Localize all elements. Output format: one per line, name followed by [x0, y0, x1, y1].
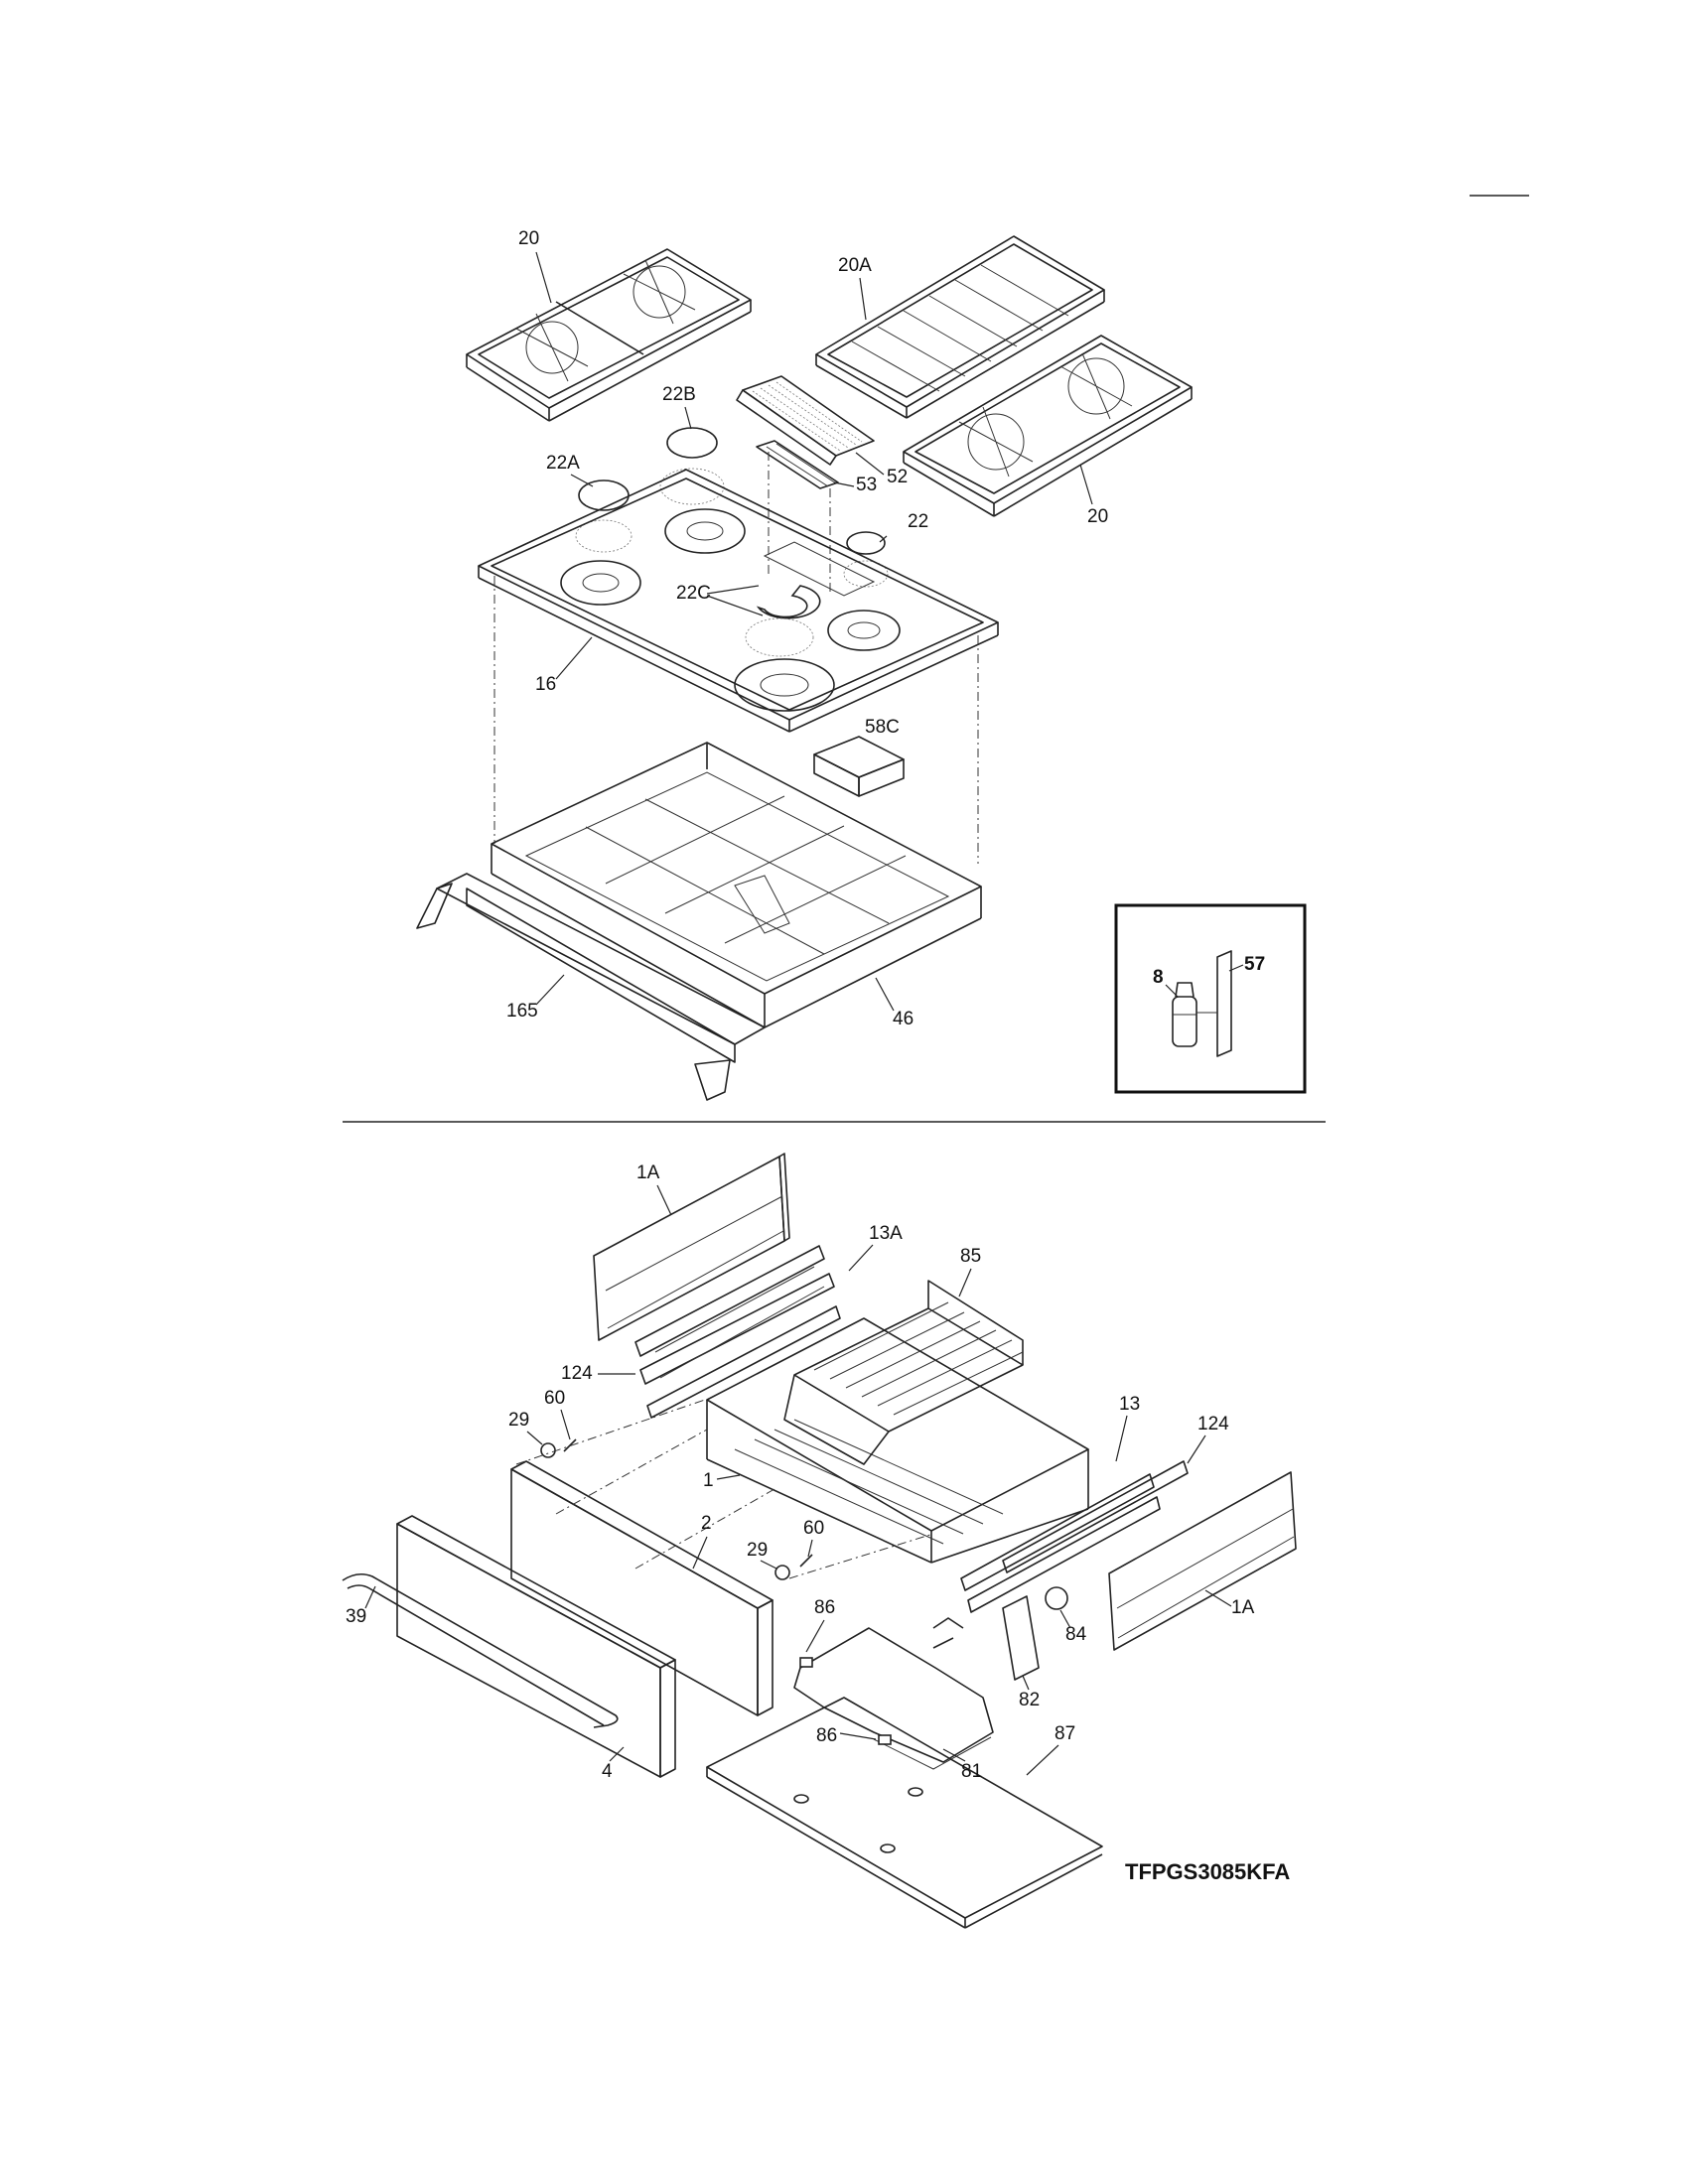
spacer-right: [774, 1565, 790, 1580]
front-manifold-panel: [416, 873, 766, 1101]
callout-spacer-right: 29: [747, 1540, 768, 1561]
callout-side-panel-left: 1A: [636, 1162, 660, 1183]
callout-drawer-inner-front: 2: [701, 1513, 712, 1534]
callout-rail-right: 124: [1197, 1414, 1229, 1434]
callout-bracket: 57: [1244, 954, 1265, 975]
grate-left: [466, 248, 752, 422]
grate-center: [815, 235, 1105, 419]
drawer-outer-front: [396, 1515, 676, 1778]
inset-frame: [1114, 903, 1307, 1094]
burner-cap-22c: [756, 585, 821, 619]
thermal-switch: [1045, 1586, 1068, 1610]
callout-burner-cap-22b: 22B: [662, 384, 696, 405]
callout-drawer-outer-front: 4: [602, 1761, 613, 1782]
callout-regulator: 8: [1153, 967, 1164, 988]
callout-burner-box: 46: [893, 1009, 914, 1029]
element-bracket: [1002, 1595, 1040, 1681]
side-panel-left: [593, 1153, 790, 1341]
warmer-drawer-assembly: [342, 1153, 1297, 1929]
control-box: [813, 736, 905, 797]
bottom-panel: [706, 1697, 1103, 1929]
callout-rail-left: 124: [561, 1363, 593, 1384]
spacer-left: [540, 1442, 556, 1458]
rail-right: [1002, 1460, 1189, 1573]
callout-element-bracket: 82: [1019, 1690, 1040, 1710]
callout-handle: 39: [346, 1606, 366, 1627]
slide-left: [634, 1245, 835, 1385]
pressure-regulator: [1172, 982, 1197, 1047]
callout-thermal-switch: 84: [1065, 1624, 1087, 1645]
callout-clip-upper: 86: [814, 1597, 835, 1618]
callout-cooktop: 16: [535, 674, 556, 695]
burner-box: [491, 742, 982, 1028]
callout-clip-lower: 86: [816, 1725, 837, 1746]
drawer-handle: [342, 1572, 619, 1728]
cooktop-surface: [478, 469, 999, 864]
drawer-liner: [706, 1317, 1089, 1564]
burner-cap-22b: [666, 427, 718, 459]
rail-left: [646, 1305, 841, 1419]
callout-grate-left: 20: [518, 228, 539, 249]
slide-right: [960, 1473, 1161, 1613]
callout-griddle-insert: 53: [856, 475, 877, 495]
callout-burner-cap-22c: 22C: [676, 583, 711, 604]
clip-upper: [799, 1657, 813, 1668]
screw-right: [799, 1554, 813, 1568]
callout-grate-right-2: 20: [1087, 506, 1108, 527]
side-panel-right: [1108, 1471, 1297, 1651]
callout-drawer-liner: 1: [703, 1470, 714, 1491]
bottom-callouts: 1A 13A 85 124 29 60 13 124 1 2 29 60 39 …: [346, 1162, 1255, 1782]
callout-control-box: 58C: [865, 717, 900, 738]
cooktop-assembly: [416, 235, 1193, 1101]
callout-heating-element: 81: [961, 1761, 982, 1782]
burner-cap-22: [846, 531, 886, 555]
callout-grate-center: 20A: [838, 255, 872, 276]
callout-grate-right: 22: [908, 511, 928, 532]
model-number: TFPGS3085KFA: [1125, 1859, 1290, 1884]
griddle-insert: [756, 440, 839, 594]
callout-burner-cap-22a: 22A: [546, 453, 580, 474]
callout-bottom-panel: 87: [1055, 1723, 1075, 1744]
callout-warming-rack: 85: [960, 1246, 981, 1267]
callout-side-panel-right: 1A: [1231, 1597, 1255, 1618]
burner-cap-22a: [578, 479, 630, 511]
warming-rack: [783, 1280, 1024, 1465]
top-callouts: 20 20A 22B 22A 52 53 22 20 22C 16 58C 16…: [506, 228, 1108, 1029]
grate-right: [903, 335, 1193, 517]
callout-spacer-left: 29: [508, 1410, 529, 1431]
callout-slide-left: 13A: [869, 1223, 903, 1244]
callout-front-manifold: 165: [506, 1001, 538, 1022]
callout-slide-right: 13: [1119, 1394, 1140, 1415]
callout-griddle-cover: 52: [887, 467, 908, 487]
callout-screw-right: 60: [803, 1518, 824, 1539]
callout-screw-left: 60: [544, 1388, 565, 1409]
clip-lower: [878, 1734, 892, 1745]
valve-inset: 8 57: [1114, 903, 1307, 1094]
griddle-cover: [736, 375, 875, 466]
heating-element: [793, 1617, 994, 1770]
drawer-inner-front: [510, 1460, 774, 1716]
mounting-bracket: [1196, 950, 1232, 1057]
